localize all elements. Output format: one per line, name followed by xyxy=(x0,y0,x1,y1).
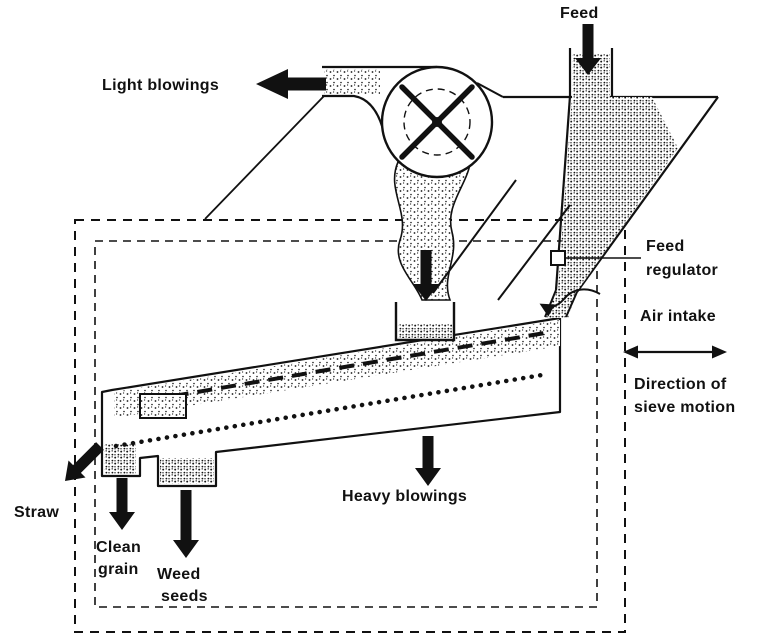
enclosure-dashed-outer xyxy=(74,219,626,633)
label-straw: Straw xyxy=(14,504,59,521)
fan-assembly xyxy=(256,65,504,301)
label-weed-seeds-2: seeds xyxy=(161,588,208,605)
fan-blades-icon xyxy=(399,84,475,160)
feed-pile-material xyxy=(558,97,678,290)
label-sieve-motion-2: sieve motion xyxy=(634,399,735,416)
output-arrows xyxy=(65,436,441,558)
weed-seeds-outlet-material xyxy=(160,458,214,484)
sieve-motion-indicator xyxy=(623,345,727,359)
label-sieve-motion-1: Direction of xyxy=(634,376,727,393)
clean-grain-arrow xyxy=(109,478,135,530)
sieve-material-stipple xyxy=(114,320,560,418)
collector-box-material xyxy=(398,324,452,338)
straw-tray xyxy=(139,393,187,419)
label-clean-grain-2: grain xyxy=(98,561,139,578)
housing-right-connector xyxy=(476,82,504,98)
feed-flow-arrow xyxy=(575,24,601,75)
label-heavy-blowings: Heavy blowings xyxy=(342,488,467,505)
straw-arrow xyxy=(65,442,104,481)
separation-channel xyxy=(394,179,601,342)
label-weed-seeds-1: Weed xyxy=(157,566,201,583)
fan-inner-dashed-circle xyxy=(403,88,471,156)
hopper-hypotenuse xyxy=(576,96,719,293)
feed-regulator-gate xyxy=(550,250,566,266)
motion-arrow-head-left xyxy=(623,345,638,359)
air-intake-curl-arrow xyxy=(539,288,601,317)
motion-arrow-head-right xyxy=(712,345,727,359)
feed-spout-wall-right xyxy=(565,291,578,318)
clean-grain-outlet-material xyxy=(104,444,136,474)
label-feed-regulator-1: Feed xyxy=(646,238,685,255)
sieve-assembly xyxy=(100,316,562,488)
light-blowings-arrow xyxy=(256,69,326,99)
label-light-blowings: Light blowings xyxy=(102,77,219,94)
label-air-intake: Air intake xyxy=(640,308,716,325)
heavy-fall-arrow xyxy=(413,250,439,301)
weed-seeds-arrow xyxy=(173,490,199,558)
baffle-line-left xyxy=(432,179,517,294)
label-clean-grain-1: Clean xyxy=(96,539,141,556)
baffle-line-right xyxy=(497,204,571,301)
label-feed-regulator-2: regulator xyxy=(646,262,718,279)
blower-duct-material xyxy=(324,69,380,94)
label-feed: Feed xyxy=(560,5,599,22)
heavy-blowings-arrow xyxy=(415,436,441,486)
frame-support-line xyxy=(204,95,325,220)
sieve-upper-screen-dashed xyxy=(149,331,546,402)
